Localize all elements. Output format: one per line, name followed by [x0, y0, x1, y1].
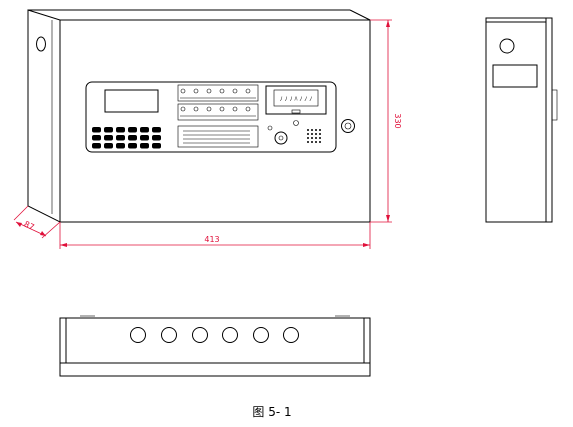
speaker-dot	[311, 133, 313, 135]
speaker-dot	[307, 137, 309, 139]
side-label-plate	[492, 64, 538, 88]
keypad-key	[116, 127, 125, 133]
side-knockout-hole	[36, 36, 46, 52]
keypad-key	[140, 127, 149, 133]
speaker-dot	[319, 129, 321, 131]
side-view-body	[485, 17, 553, 223]
depth-label: 87	[23, 219, 36, 232]
cable-entry-hole	[192, 327, 208, 343]
figure-caption: 图 5- 1	[252, 405, 291, 419]
keypad-key	[128, 127, 137, 133]
keypad-key	[104, 127, 113, 133]
front-view: ﾉ ﾉ ﾉ ﾊ ﾉ ﾉ ﾉ 330	[13, 9, 402, 249]
printer-window	[273, 89, 319, 107]
width-dimension: 413	[59, 222, 371, 249]
indicator-block-upper	[177, 84, 259, 102]
keypad	[92, 127, 161, 149]
top-view	[59, 315, 371, 377]
side-view	[485, 17, 558, 223]
cable-entry-hole	[283, 327, 299, 343]
side-knockout-hole	[499, 38, 515, 54]
speaker-dot	[307, 129, 309, 131]
speaker-dot	[311, 129, 313, 131]
width-label: 413	[204, 235, 219, 244]
keypad-key	[104, 143, 113, 149]
speaker-dot	[319, 137, 321, 139]
height-dimension: 330	[370, 19, 402, 223]
keypad-key	[104, 135, 113, 141]
label-panel	[177, 125, 259, 148]
keypad-key	[92, 127, 101, 133]
key-switch	[274, 131, 288, 145]
keypad-key	[152, 135, 161, 141]
speaker-dot	[315, 137, 317, 139]
keypad-key	[152, 127, 161, 133]
cable-entry-hole	[253, 327, 269, 343]
indicator-led	[293, 120, 299, 126]
keypad-key	[140, 135, 149, 141]
keypad-key	[116, 135, 125, 141]
height-label: 330	[393, 113, 402, 128]
printer-display-marks: ﾉ ﾉ ﾉ ﾊ ﾉ ﾉ ﾉ	[280, 96, 312, 103]
keypad-key	[92, 135, 101, 141]
keypad-key	[92, 143, 101, 149]
lock-icon	[341, 119, 355, 133]
cabinet-front-face	[59, 19, 371, 223]
indicator-block-middle	[177, 103, 259, 121]
indicator-led	[267, 125, 273, 131]
keypad-key	[128, 143, 137, 149]
printer-outer	[265, 85, 327, 115]
cabinet-side-face	[27, 9, 61, 223]
speaker-dot	[307, 133, 309, 135]
keypad-key	[116, 143, 125, 149]
speaker-dot	[319, 141, 321, 143]
speaker-dot	[311, 137, 313, 139]
speaker-dot	[315, 133, 317, 135]
speaker-dot	[311, 141, 313, 143]
keypad-key	[152, 143, 161, 149]
cable-entry-hole	[222, 327, 238, 343]
cable-entry-hole	[130, 327, 146, 343]
top-view-body	[59, 317, 371, 377]
keypad-key	[128, 135, 137, 141]
control-panel	[85, 81, 337, 153]
depth-dimension: 87	[13, 205, 61, 239]
speaker-dot	[315, 141, 317, 143]
lcd-window	[104, 89, 159, 113]
speaker-dot	[315, 129, 317, 131]
cable-entry-hole	[161, 327, 177, 343]
speaker-grille	[307, 129, 321, 143]
keypad-key	[140, 143, 149, 149]
speaker-dot	[319, 133, 321, 135]
speaker-dot	[307, 141, 309, 143]
